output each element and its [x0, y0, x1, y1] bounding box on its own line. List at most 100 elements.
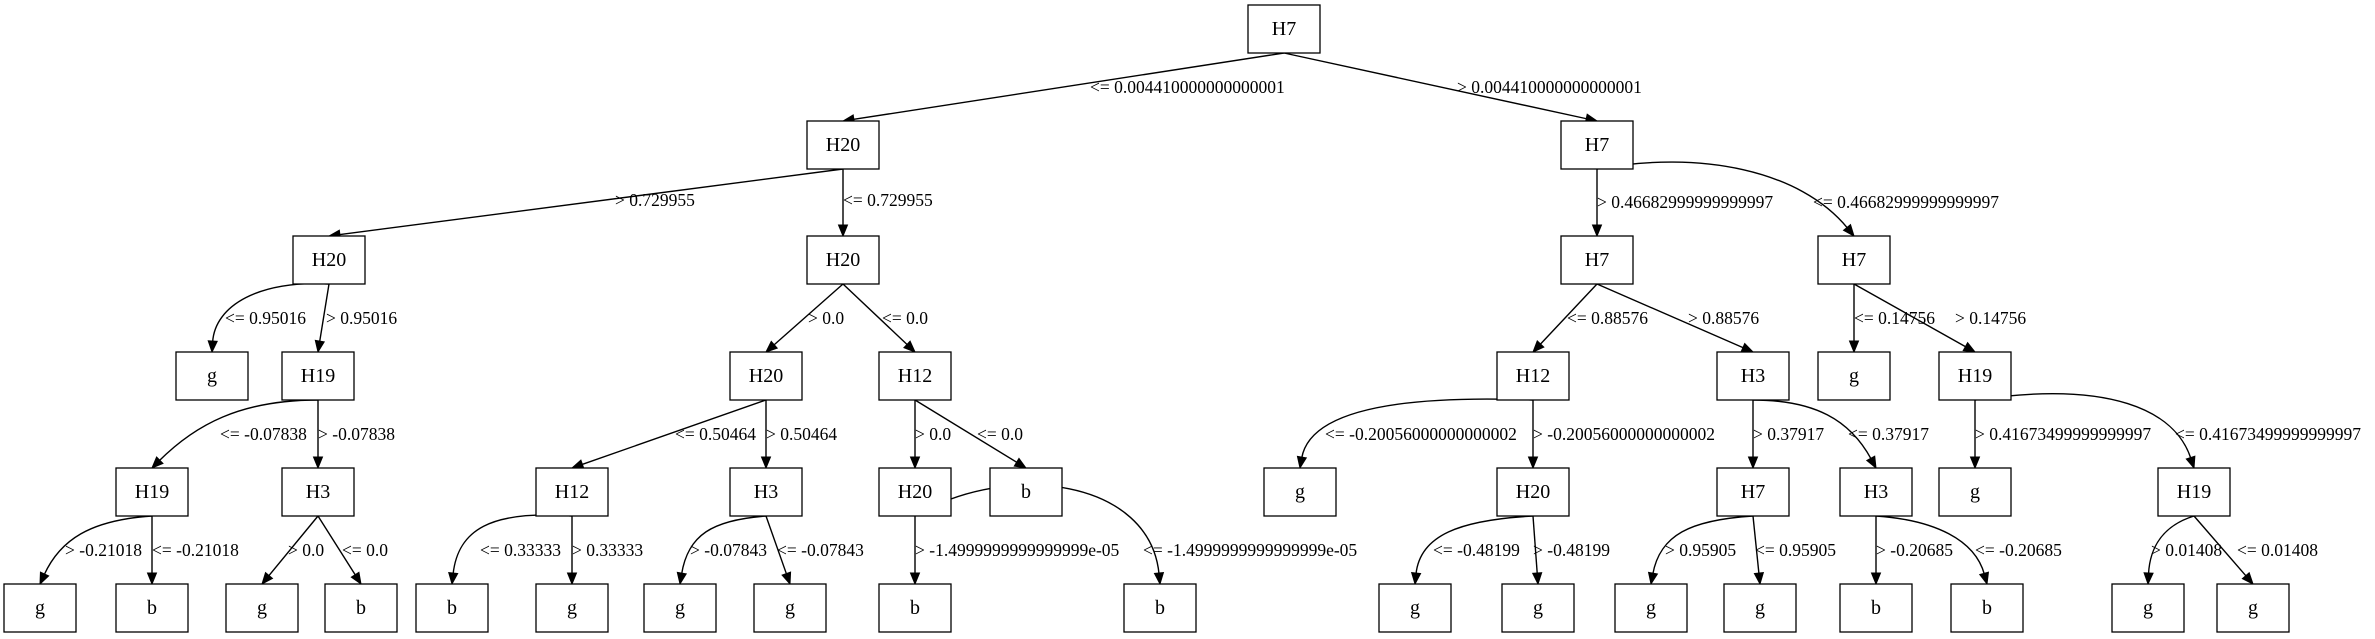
node-box: [1560, 235, 1634, 285]
edge-line: [914, 484, 1160, 575]
arrowhead-icon: [1753, 572, 1765, 586]
edge-label: > 0.14756: [1955, 308, 2026, 328]
tree-node: H19: [115, 467, 189, 517]
tree-node: g: [535, 583, 609, 633]
edge-label: <= 0.004410000000000001: [1090, 77, 1285, 97]
edge-label: > 0.95905: [1665, 540, 1736, 560]
edge-label: > -0.07843: [690, 540, 767, 560]
edge-label: > 0.004410000000000001: [1457, 77, 1642, 97]
node-box: [878, 467, 952, 517]
node-box: [1839, 467, 1913, 517]
edge: > 0.95905: [1647, 515, 1754, 586]
edge: <= 0.0: [842, 283, 928, 353]
arrowhead-icon: [903, 340, 916, 353]
arrowhead-icon: [146, 572, 158, 586]
tree-node: H20: [878, 467, 952, 517]
edge: > -0.48199: [1531, 515, 1610, 586]
edge-label: <= -0.07838: [220, 424, 307, 444]
edge: > 0.729955: [327, 168, 844, 240]
arrowhead-icon: [350, 571, 362, 586]
tree-node: g: [1263, 467, 1337, 517]
edge-line: [1596, 161, 1849, 229]
node-box: [729, 467, 803, 517]
node-label: g: [785, 597, 795, 619]
arrowhead-icon: [570, 459, 585, 470]
tree-node: H7: [1817, 235, 1891, 285]
node-label: H7: [1585, 249, 1609, 271]
node-box: [2157, 467, 2231, 517]
node-label: b: [1982, 597, 1992, 619]
edges-layer: <= 0.004410000000000001 > 0.0044100000000…: [39, 52, 2361, 586]
node-label: g: [2143, 597, 2153, 619]
edge-label: <= 0.88576: [1567, 308, 1648, 328]
arrowhead-icon: [261, 571, 274, 586]
edge: > 0.50464: [760, 400, 837, 470]
arrowhead-icon: [566, 572, 578, 586]
node-label: g: [257, 597, 267, 619]
edge: > -0.20685: [1870, 516, 1953, 586]
edge-label: <= 0.33333: [480, 540, 561, 560]
tree-node: H3: [1839, 467, 1913, 517]
node-box: [1716, 351, 1790, 401]
arrowhead-icon: [314, 339, 326, 354]
tree-node: H20: [1496, 467, 1570, 517]
tree-node: b: [989, 467, 1063, 517]
node-box: [878, 583, 952, 633]
node-box: [3, 583, 77, 633]
tree-node: H19: [1938, 351, 2012, 401]
edge: <= 0.95016: [207, 282, 330, 354]
node-label: H7: [1585, 134, 1609, 156]
edge-line: [1752, 399, 1872, 460]
arrowhead-icon: [1865, 455, 1877, 470]
edge-line: [1539, 283, 1598, 346]
arrowhead-icon: [151, 456, 164, 469]
edge-line: [2193, 515, 2247, 577]
edge: > 0.0: [909, 400, 951, 470]
tree-node: H20: [806, 120, 880, 170]
node-label: H20: [826, 249, 860, 271]
edge: <= -0.07843: [765, 515, 864, 586]
node-label: b: [356, 597, 366, 619]
edge-label: > 0.0: [288, 540, 324, 560]
arrowhead-icon: [1013, 457, 1028, 469]
node-box: [1938, 467, 2012, 517]
edge: <= 0.46682999999999997: [1596, 161, 1999, 238]
edge-label: <= -0.20685: [1975, 540, 2062, 560]
node-box: [1496, 467, 1570, 517]
node-box: [806, 235, 880, 285]
node-label: H3: [754, 481, 778, 503]
edge: <= 0.41673499999999997: [1974, 393, 2361, 470]
edge-line: [267, 515, 319, 577]
edge-line: [43, 515, 153, 576]
edge-label: > 0.37917: [1753, 424, 1824, 444]
arrowhead-icon: [1870, 572, 1882, 586]
node-label: g: [1295, 481, 1305, 503]
node-label: b: [447, 597, 457, 619]
tree-node: H7: [1716, 467, 1790, 517]
tree-node: H20: [806, 235, 880, 285]
edge-label: > 0.33333: [572, 540, 643, 560]
edge-label: <= -1.4999999999999999e-05: [1143, 540, 1357, 560]
edge-line: [842, 283, 909, 346]
edge: > 0.14756: [1853, 283, 2026, 353]
node-label: H19: [135, 481, 169, 503]
node-box: [1950, 583, 2024, 633]
tree-node: H19: [2157, 467, 2231, 517]
tree-node: b: [115, 583, 189, 633]
node-box: [1817, 351, 1891, 401]
arrowhead-icon: [1740, 342, 1755, 353]
arrowhead-icon: [837, 224, 849, 238]
edge-line: [914, 399, 1018, 464]
tree-node: H12: [535, 467, 609, 517]
tree-node: b: [878, 583, 952, 633]
edge: <= 0.95905: [1752, 515, 1836, 586]
edge-line: [338, 168, 844, 236]
tree-node: H12: [878, 351, 952, 401]
arrowhead-icon: [909, 456, 921, 470]
node-box: [1839, 583, 1913, 633]
arrowhead-icon: [1153, 572, 1165, 586]
node-label: g: [1410, 597, 1420, 619]
node-box: [1560, 120, 1634, 170]
edge-label: > -0.20056000000000002: [1533, 424, 1715, 444]
